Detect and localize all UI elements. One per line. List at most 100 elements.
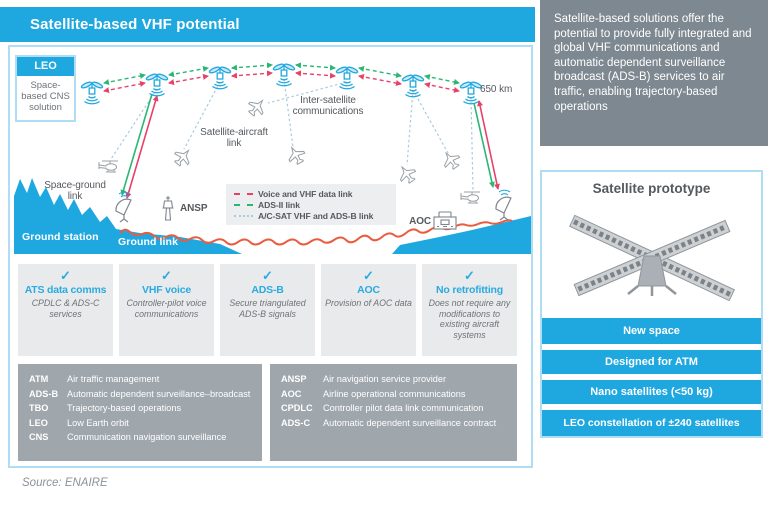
prototype-title: Satellite prototype: [592, 181, 711, 196]
right-coast-ground: [392, 216, 531, 254]
leo-label: LEO: [17, 57, 74, 76]
aircraft-icon: [170, 144, 196, 170]
satellite-icon: [459, 80, 483, 105]
prototype-bar-leo-constellation: LEO constellation of ±240 satellites: [542, 410, 761, 436]
legend-label: A/C-SAT VHF and ADS-B link: [258, 210, 374, 221]
aoc-label: AOC: [409, 216, 431, 227]
glossary-def: Airline operational communications: [323, 388, 466, 399]
glossary-row: ADS-C Automatic dependent surveillance co…: [281, 418, 517, 428]
altitude-label: 650 km: [480, 84, 513, 95]
check-icon: ✓: [161, 268, 172, 283]
legend-item: ADS-II link: [234, 199, 390, 210]
glossary-row: ADS-B Automatic dependent surveillance–br…: [29, 389, 262, 399]
glossary-def: Air traffic management: [67, 374, 160, 384]
ground-link-label: Ground link: [118, 236, 179, 248]
glossary-abbr: ADS-C: [281, 417, 311, 428]
feature-title: ATS data comms: [24, 284, 107, 296]
page-title: Satellite-based VHF potential: [0, 7, 535, 42]
feature-title: AOC: [357, 284, 380, 296]
glossary-def: Trajectory-based operations: [67, 403, 182, 413]
glossary-def: Automatic dependent surveillance–broadca…: [67, 388, 251, 399]
leo-callout: LEO Space-based CNS solution: [15, 55, 76, 122]
aircraft-icon: [438, 147, 464, 173]
ground-station-label: Ground station: [22, 231, 99, 243]
satellite-prototype-panel: Satellite prototype New space Designed f…: [540, 170, 763, 438]
glossary-row: AOC Airline operational communications: [281, 389, 517, 399]
satellite-icon: [272, 62, 296, 87]
ansp-label: ANSP: [180, 203, 208, 214]
helicopter-icon: [460, 191, 481, 204]
glossary-row: CPDLC Controller pilot data link communic…: [281, 403, 517, 413]
ads-link-swatch-icon: [234, 203, 253, 206]
glossary-def: Air navigation service provider: [323, 374, 447, 384]
satellite-prototype-image: [569, 214, 735, 302]
check-icon: ✓: [262, 268, 273, 283]
feature-desc: Controller-pilot voice communications: [126, 298, 207, 319]
legend-label: Voice and VHF data link: [258, 188, 353, 199]
feature-title: No retrofitting: [436, 284, 503, 296]
glossary-abbr: CPDLC: [281, 403, 313, 413]
feature-desc: Secure triangulated ADS-B signals: [229, 298, 306, 319]
legend-item: Voice and VHF data link: [234, 188, 390, 199]
aircraft-icon: [283, 142, 309, 168]
glossary-row: ANSP Air navigation service provider: [281, 374, 517, 384]
left-mountains-ground: [14, 178, 242, 254]
feature-desc: Does not require any modifications to ex…: [428, 298, 511, 340]
legend-label: ADS-II link: [258, 199, 300, 210]
satellite-icon: [335, 65, 359, 90]
satellite-icon: [145, 72, 169, 97]
feature-card-adsb: ✓ ADS-B Secure triangulated ADS-B signal…: [220, 264, 315, 356]
glossary-row: CNS Communication navigation surveillance: [29, 432, 262, 442]
glossary-abbr: ADS-B: [29, 388, 59, 399]
voice-link-lines: [103, 70, 460, 93]
link-legend: Voice and VHF data link ADS-II link A/C-…: [226, 184, 396, 225]
satellite-icon: [80, 80, 104, 105]
glossary-def: Automatic dependent surveillance contrac…: [323, 417, 497, 428]
aoc-building-icon: [433, 211, 457, 230]
feature-title: ADS-B: [251, 284, 284, 296]
prototype-bar-new-space: New space: [542, 318, 761, 344]
glossary-row: LEO Low Earth orbit: [29, 418, 262, 428]
check-icon: ✓: [60, 268, 71, 283]
ansp-tower-icon: [161, 195, 175, 221]
glossary-row: TBO Trajectory-based operations: [29, 403, 262, 413]
feature-desc: CPDLC & ADS-C services: [31, 298, 100, 319]
prototype-bar-designed-for-atm: Designed for ATM: [542, 350, 761, 374]
space-ground-label: Space-ground link: [44, 180, 106, 203]
feature-desc: Provision of AOC data: [325, 298, 412, 308]
feature-card-aoc: ✓ AOC Provision of AOC data: [321, 264, 416, 356]
glossary-abbr: LEO: [29, 417, 48, 428]
aircraft-icon: [244, 94, 270, 120]
glossary-def: Controller pilot data link communication: [323, 403, 484, 413]
feature-title: VHF voice: [142, 284, 191, 296]
glossary-def: Low Earth orbit: [67, 417, 129, 428]
check-icon: ✓: [464, 268, 475, 283]
feature-card-vhf: ✓ VHF voice Controller-pilot voice commu…: [119, 264, 214, 356]
intro-text: Satellite-based solutions offer the pote…: [540, 0, 768, 146]
satellite-icon: [401, 73, 425, 98]
inter-satellite-label: Inter-satellite communications: [292, 95, 364, 118]
prototype-bar-nano-satellites: Nano satellites (<50 kg): [542, 380, 761, 404]
glossary-abbr: TBO: [29, 403, 49, 413]
ground-dish-icon: [115, 191, 132, 223]
check-icon: ✓: [363, 268, 374, 283]
diagram-panel: LEO Space-based CNS solution 650 km Inte…: [8, 45, 533, 468]
glossary-abbr: AOC: [281, 388, 302, 399]
glossary-abbr: ANSP: [281, 374, 307, 384]
glossary-abbr: CNS: [29, 432, 49, 442]
source-credit: Source: ENAIRE: [22, 477, 108, 489]
legend-item: A/C-SAT VHF and ADS-B link: [234, 210, 390, 221]
space-ground-arrows: [120, 93, 500, 199]
satellite-aircraft-label: Satellite-aircraft link: [200, 127, 268, 150]
ground-dish-icon: [495, 189, 512, 221]
satellite-network-diagram: [14, 62, 531, 254]
acsat-link-swatch-icon: [234, 214, 253, 217]
voice-link-swatch-icon: [234, 192, 253, 195]
glossary-def: Communication navigation surveillance: [67, 432, 227, 442]
feature-card-ats: ✓ ATS data comms CPDLC & ADS-C services: [18, 264, 113, 356]
aircraft-icon: [394, 161, 420, 187]
